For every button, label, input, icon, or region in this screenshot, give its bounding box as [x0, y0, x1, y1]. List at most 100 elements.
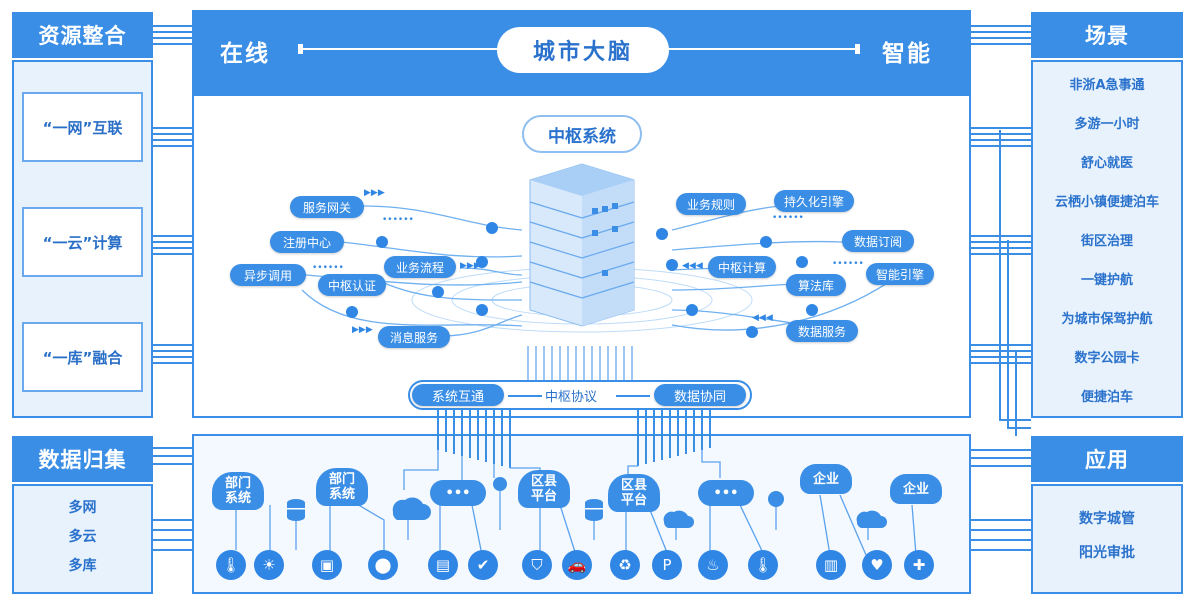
cloud-1-label: 部门 系统 — [224, 476, 251, 506]
data-subscribe-pill: 数据订阅 — [842, 230, 914, 252]
car-icon: 🚗 — [562, 550, 592, 580]
medical-kit-icon: ✚ — [904, 550, 934, 580]
checklist-icon: ✔ — [468, 550, 498, 580]
data-collection-panel: 多网 多云 多库 — [12, 484, 153, 594]
algorithm-library-pill: 算法库 — [786, 274, 846, 296]
recycle-icon: ♻ — [610, 550, 640, 580]
cloud-compute-box: “一云”计算 — [22, 207, 143, 277]
bath-icon: ♨ — [698, 550, 728, 580]
temperature-icon: 🌡 — [748, 550, 778, 580]
apps-header: 应用 — [1031, 436, 1183, 482]
resources-panel: “一网”互联 “一云”计算 “一库”融合 — [12, 60, 153, 418]
shield-icon: ⛉ — [522, 550, 552, 580]
service-label: 业务规则 — [686, 197, 735, 212]
data-collection-header: 数据归集 — [12, 436, 153, 482]
service-label: 服务网关 — [302, 200, 351, 215]
city-brain-label: 城市大脑 — [532, 40, 633, 65]
online-label: 在线 — [220, 41, 270, 67]
building-icon: ▥ — [816, 550, 846, 580]
cloud-2-label: 部门 系统 — [328, 472, 355, 502]
cloud-1: 部门 系统 — [212, 472, 264, 510]
banner-dot-right — [855, 44, 860, 54]
service-label: 业务流程 — [395, 260, 444, 275]
scene-item: 舒心就医 — [1080, 156, 1133, 171]
data-item: 多库 — [68, 558, 97, 574]
resources-header: 资源整合 — [12, 12, 153, 58]
svg-text:••••••: •••••• — [832, 259, 864, 269]
hub-illustration: ▶▶▶ •••••• •••••• ▶▶▶ ▶▶▶ •••••• ◀◀◀ •••… — [293, 163, 893, 380]
scenes-title: 场景 — [1085, 24, 1129, 48]
database-label: “一库”融合 — [42, 348, 123, 367]
app-item: 阳光审批 — [1079, 545, 1135, 561]
scenes-list: 非浙A急事通 多游一小时 舒心就医 云栖小镇便捷泊车 街区治理 一键护航 为城市… — [1033, 62, 1181, 417]
svg-text:••••••: •••••• — [772, 213, 804, 223]
scenes-header: 场景 — [1031, 12, 1183, 58]
persistence-engine-pill: 持久化引擎 — [774, 190, 854, 212]
smart-label: 智能 — [882, 41, 932, 67]
bottom-icon-row: 🌡 ☀ ▣ ⬤ ▤ ✔ ⛉ 🚗 ♻ P ♨ 🌡 ▥ ♥ ✚ — [216, 550, 956, 582]
service-label: 数据订阅 — [853, 234, 902, 249]
hub-compute-pill: 中枢计算 — [708, 256, 776, 278]
cloud-5: 区县 平台 — [608, 474, 660, 512]
service-label: 异步调用 — [243, 268, 292, 283]
protocol-right-label: 数据协同 — [673, 389, 726, 405]
apps-title: 应用 — [1085, 448, 1129, 472]
protocol-bar: 系统互通 中枢协议 数据协同 — [408, 380, 752, 410]
heart-icon: ♥ — [862, 550, 892, 580]
cloud-3: ••• — [430, 480, 486, 506]
service-label: 注册中心 — [282, 235, 331, 250]
scene-item: 云栖小镇便捷泊车 — [1054, 195, 1159, 210]
scene-item: 为城市保驾护航 — [1061, 312, 1153, 327]
scene-item: 数字公园卡 — [1074, 351, 1140, 366]
apps-list: 数字城管 阳光审批 — [1033, 486, 1181, 570]
data-collection-list: 多网 多云 多库 — [14, 486, 151, 581]
svg-text:◀◀◀: ◀◀◀ — [682, 261, 703, 271]
service-label: 算法库 — [797, 278, 834, 293]
cloud-4: 区县 平台 — [518, 470, 570, 508]
banner-dot-left — [298, 44, 303, 54]
data-service-pill: 数据服务 — [786, 320, 858, 342]
service-label: 持久化引擎 — [783, 194, 844, 209]
parking-icon: P — [652, 550, 682, 580]
svg-text:◀◀◀: ◀◀◀ — [752, 313, 773, 323]
data-item: 多网 — [68, 500, 97, 516]
scene-item: 便捷泊车 — [1080, 390, 1133, 405]
svg-text:••••••: •••••• — [382, 215, 414, 225]
hub-system-pill: 中枢系统 — [522, 115, 642, 153]
database-box: “一库”融合 — [22, 322, 143, 392]
service-label: 中枢认证 — [327, 278, 376, 293]
svg-text:▶▶▶: ▶▶▶ — [364, 188, 385, 198]
cloud-4-label: 区县 平台 — [530, 474, 557, 504]
camera-icon: ▣ — [312, 550, 342, 580]
cloud-6-label: ••• — [713, 485, 739, 501]
apps-panel: 数字城管 阳光审批 — [1031, 484, 1183, 594]
registry-center-pill: 注册中心 — [270, 231, 344, 253]
system-interop-pill: 系统互通 — [412, 384, 504, 406]
data-item: 多云 — [68, 529, 97, 545]
document-icon: ▤ — [428, 550, 458, 580]
svg-text:••••••: •••••• — [312, 263, 344, 273]
scene-item: 一键护航 — [1080, 273, 1133, 288]
cloud-7-label: 企业 — [812, 471, 839, 487]
sun-icon: ☀ — [254, 550, 284, 580]
business-rules-pill: 业务规则 — [676, 193, 746, 215]
cloud-6: ••• — [698, 480, 754, 506]
cloud-7: 企业 — [800, 464, 852, 494]
banner-line-left — [300, 48, 498, 50]
service-label: 智能引擎 — [875, 267, 924, 282]
resources-title: 资源整合 — [38, 24, 127, 48]
cloud-8-label: 企业 — [902, 481, 929, 497]
svg-text:▶▶▶: ▶▶▶ — [352, 325, 373, 335]
service-label: 中枢计算 — [717, 260, 766, 275]
thermometer-icon: 🌡 — [216, 550, 246, 580]
city-brain-pill: 城市大脑 — [497, 27, 669, 73]
service-gateway-pill: 服务网关 — [290, 196, 364, 218]
cloud-compute-label: “一云”计算 — [42, 233, 123, 252]
cloud-2: 部门 系统 — [316, 468, 368, 506]
location-pin-icon: ⬤ — [368, 550, 398, 580]
svg-text:▶▶▶: ▶▶▶ — [460, 261, 481, 271]
scene-item: 非浙A急事通 — [1069, 78, 1145, 93]
cloud-5-label: 区县 平台 — [620, 478, 647, 508]
message-service-pill: 消息服务 — [378, 326, 450, 348]
